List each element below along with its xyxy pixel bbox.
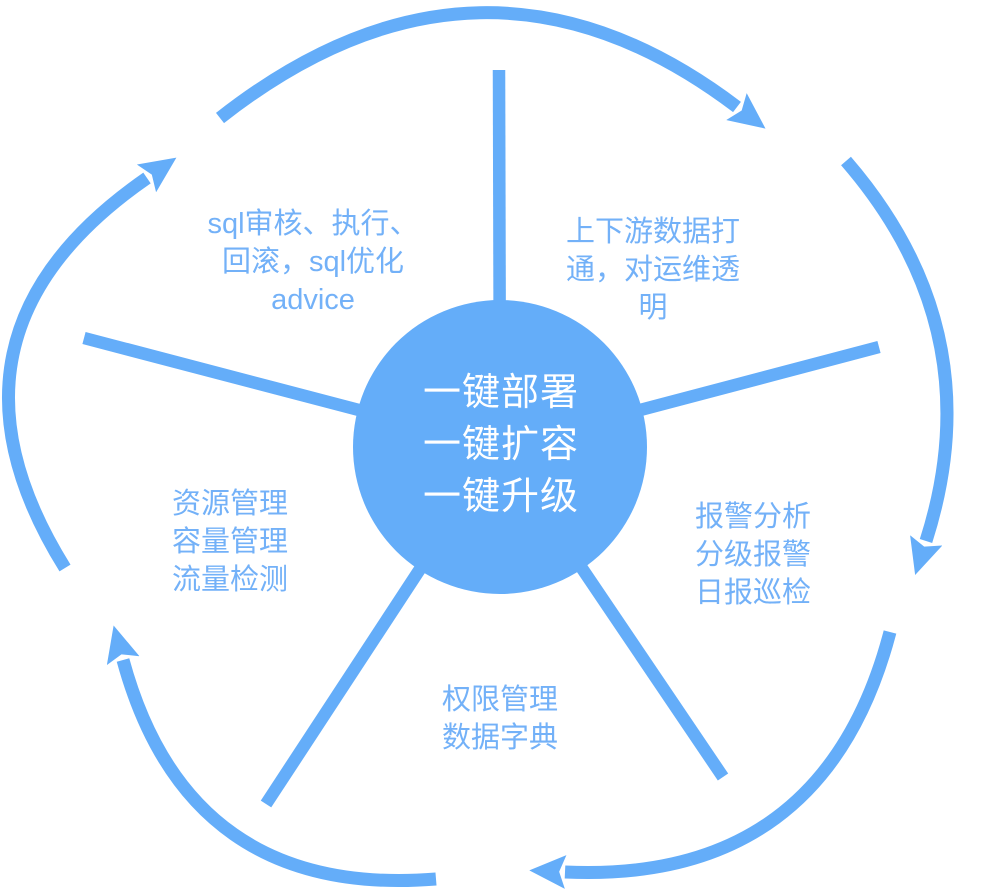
center-circle	[353, 300, 647, 594]
cycle-arrow-left	[1, 157, 177, 572]
label-permission-management: 权限管理 数据字典	[442, 681, 558, 757]
cycle-arrow-bottom-right	[529, 630, 897, 889]
label-line: sql审核、执行、	[207, 208, 419, 240]
center-label: 一键部署 一键扩容 一键升级	[423, 367, 579, 523]
label-line: 权限管理	[441, 684, 559, 716]
cycle-arrow-bottom-left	[106, 625, 437, 887]
cycle-arrow-top	[215, 6, 766, 129]
label-line: 回滚，sql优化	[221, 246, 405, 278]
label-upstream-data: 上下游数据打 通，对运维透 明	[566, 213, 740, 327]
label-line: 上下游数据打	[565, 216, 741, 248]
center-label-line: 一键升级	[422, 476, 580, 518]
label-line: 数据字典	[441, 722, 559, 754]
label-line: advice	[271, 284, 355, 316]
label-resource-management: 资源管理 容量管理 流量检测	[172, 485, 288, 599]
label-line: 流量检测	[171, 564, 289, 596]
cycle-arrow-right	[841, 156, 954, 576]
label-alert-analysis: 报警分析 分级报警 日报巡检	[695, 498, 811, 612]
center-label-line: 一键部署	[422, 372, 580, 414]
label-line: 资源管理	[171, 488, 289, 520]
center-label-line: 一键扩容	[422, 424, 580, 466]
label-sql-audit: sql审核、执行、 回滚，sql优化 advice	[207, 205, 418, 319]
label-line: 报警分析	[694, 501, 812, 533]
label-line: 分级报警	[694, 539, 812, 571]
label-line: 日报巡检	[694, 577, 812, 609]
label-line: 明	[638, 292, 668, 324]
label-line: 容量管理	[171, 526, 289, 558]
label-line: 通，对运维透	[565, 254, 741, 286]
cycle-arrows	[1, 6, 954, 889]
